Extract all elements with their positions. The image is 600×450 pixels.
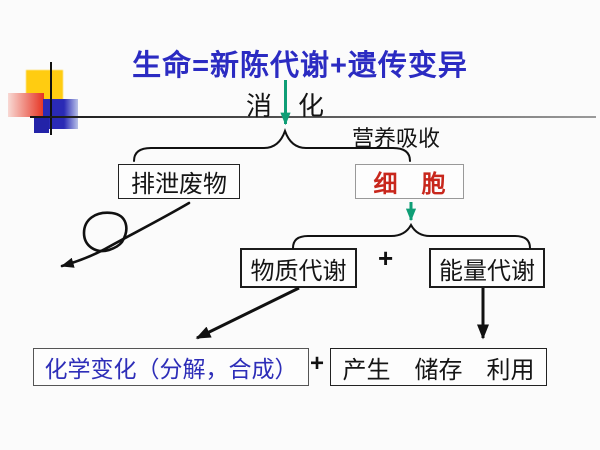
cell-box: 细 胞 xyxy=(355,164,464,199)
excretion-doodle-arrow-icon xyxy=(60,201,191,268)
material-metabolism-box: 物质代谢 xyxy=(240,248,357,288)
divider-line xyxy=(30,116,596,118)
nutrient-absorption-label: 营养吸收 xyxy=(352,126,441,151)
excretion-waste-box: 排泄废物 xyxy=(118,164,240,199)
plus-sign-middle: + xyxy=(378,243,394,273)
energy-metabolism-box: 能量代谢 xyxy=(429,248,545,288)
decoration-vertical-line xyxy=(50,62,52,135)
slide-title: 生命=新陈代谢+遗传变异 xyxy=(132,50,468,82)
decoration-navy-square xyxy=(34,118,49,133)
material-to-chemical-arrow-icon xyxy=(195,286,300,340)
cell-curly-brace-icon xyxy=(292,222,531,249)
decoration-red-square xyxy=(8,93,44,117)
plus-sign-bottom: + xyxy=(310,350,325,377)
digestion-label: 消 化 xyxy=(245,91,324,121)
doodle-loop-icon xyxy=(82,211,128,253)
energy-usage-box: 产生 储存 利用 xyxy=(330,348,547,386)
chemical-change-box: 化学变化（分解，合成） xyxy=(33,348,309,386)
